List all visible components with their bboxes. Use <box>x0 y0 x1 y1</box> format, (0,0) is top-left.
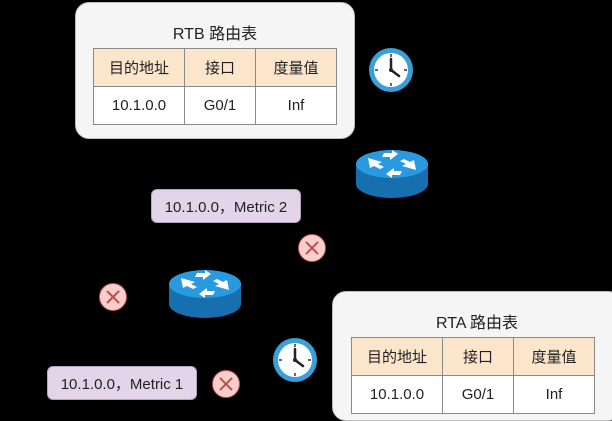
rta-routing-table: 目的地址 接口 度量值 10.1.0.0 G0/1 Inf <box>351 337 595 414</box>
blocked-icon <box>211 369 241 399</box>
header-destination: 目的地址 <box>351 337 443 376</box>
blocked-icon <box>297 233 327 263</box>
router-icon <box>167 268 243 322</box>
cell-metric: Inf <box>513 375 595 414</box>
header-metric: 度量值 <box>255 48 337 87</box>
cell-interface: G0/1 <box>184 86 256 125</box>
rtb-table-title: RTB 路由表 <box>172 26 258 43</box>
router-icon <box>354 148 430 202</box>
clock-icon <box>271 336 319 384</box>
update-label-metric-2: 10.1.0.0，Metric 2 <box>151 189 301 223</box>
table-header-row: 目的地址 接口 度量值 <box>93 48 337 87</box>
update-label-metric-1: 10.1.0.0，Metric 1 <box>47 366 197 400</box>
blocked-icon <box>98 282 128 312</box>
rtb-routing-table: 目的地址 接口 度量值 10.1.0.0 G0/1 Inf <box>93 48 337 125</box>
table-header-row: 目的地址 接口 度量值 <box>351 337 595 376</box>
rta-table-title: RTA 路由表 <box>435 315 519 332</box>
header-destination: 目的地址 <box>93 48 185 87</box>
table-row: 10.1.0.0 G0/1 Inf <box>93 86 337 125</box>
cell-destination: 10.1.0.0 <box>93 86 185 125</box>
cell-destination: 10.1.0.0 <box>351 375 443 414</box>
rta-routing-table-panel: RTA 路由表 目的地址 接口 度量值 10.1.0.0 G0/1 Inf <box>332 291 612 421</box>
clock-icon <box>367 46 415 94</box>
header-interface: 接口 <box>184 48 256 87</box>
cell-metric: Inf <box>255 86 337 125</box>
header-metric: 度量值 <box>513 337 595 376</box>
rtb-routing-table-panel: RTB 路由表 目的地址 接口 度量值 10.1.0.0 G0/1 Inf <box>75 2 355 139</box>
cell-interface: G0/1 <box>442 375 514 414</box>
header-interface: 接口 <box>442 337 514 376</box>
table-row: 10.1.0.0 G0/1 Inf <box>351 375 595 414</box>
